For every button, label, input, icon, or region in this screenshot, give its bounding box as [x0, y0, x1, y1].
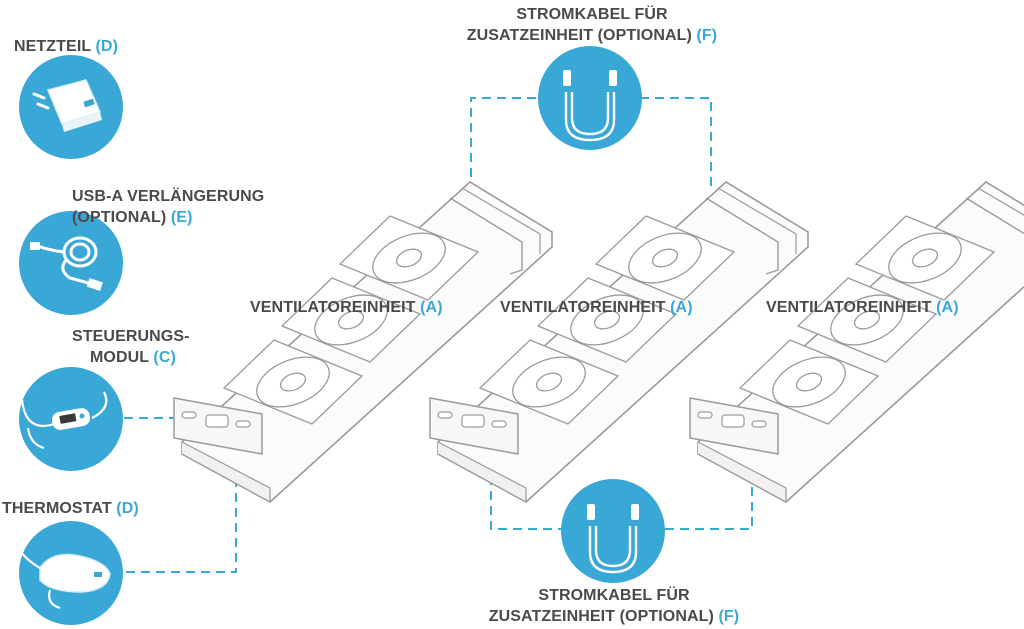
fan-unit-label-2: VENTILATOREINHEIT (A): [500, 297, 693, 318]
power-adapter-icon: [19, 55, 123, 159]
usb-extension-label-line2: (OPTIONAL): [72, 209, 167, 226]
control-module-label-line2: MODUL: [90, 349, 149, 366]
fan-unit-label-2-code: (A): [670, 299, 693, 316]
cable-bottom-label-line1: STROMKABEL FÜR: [538, 587, 690, 604]
fan-unit-label-2-text: VENTILATOREINHEIT: [500, 299, 666, 316]
cable-top-label: STROMKABEL FÜR ZUSATZEINHEIT (OPTIONAL) …: [452, 4, 732, 46]
cable-top-label-code: (F): [696, 27, 718, 44]
control-module-icon: [19, 367, 123, 471]
netzteil-label: NETZTEIL (D): [14, 36, 118, 57]
netzteil-label-code: (D): [95, 38, 119, 55]
fan-unit-label-3-code: (A): [936, 299, 959, 316]
usb-extension-cable-icon: [19, 211, 123, 315]
thermostat-label: THERMOSTAT (D): [2, 498, 139, 519]
usb-extension-label-code: (E): [170, 209, 193, 226]
fan-unit-label-1-code: (A): [420, 299, 443, 316]
thermostat-label-text: THERMOSTAT: [2, 500, 112, 517]
usb-extension-label: USB-A VERLÄNGERUNG (OPTIONAL) (E): [72, 186, 264, 228]
cable-top-label-line2: ZUSATZEINHEIT (OPTIONAL): [466, 27, 692, 44]
control-module-label: STEUERUNGS- MODUL (C): [72, 326, 190, 368]
cable-bottom-label-code: (F): [718, 608, 740, 625]
cable-bottom-label-line2: ZUSATZEINHEIT (OPTIONAL): [488, 608, 714, 625]
fan-unit-label-3-text: VENTILATOREINHEIT: [766, 299, 932, 316]
fan-unit-label-1: VENTILATOREINHEIT (A): [250, 297, 443, 318]
fan-unit-label-1-text: VENTILATOREINHEIT: [250, 299, 416, 316]
usb-extension-label-line1: USB-A VERLÄNGERUNG: [72, 188, 265, 205]
netzteil-label-text: NETZTEIL: [14, 38, 91, 55]
usb-c-cable-icon-top: [538, 46, 642, 150]
thermostat-label-code: (D): [116, 500, 139, 517]
fan-unit-label-3: VENTILATOREINHEIT (A): [766, 297, 959, 318]
cable-bottom-label: STROMKABEL FÜR ZUSATZEINHEIT (OPTIONAL) …: [474, 585, 754, 627]
cable-top-label-line1: STROMKABEL FÜR: [516, 6, 668, 23]
usb-c-cable-icon-bottom: [561, 479, 665, 583]
thermostat-icon: [15, 521, 123, 625]
control-module-label-line1: STEUERUNGS-: [72, 328, 190, 345]
control-module-label-code: (C): [153, 349, 176, 366]
